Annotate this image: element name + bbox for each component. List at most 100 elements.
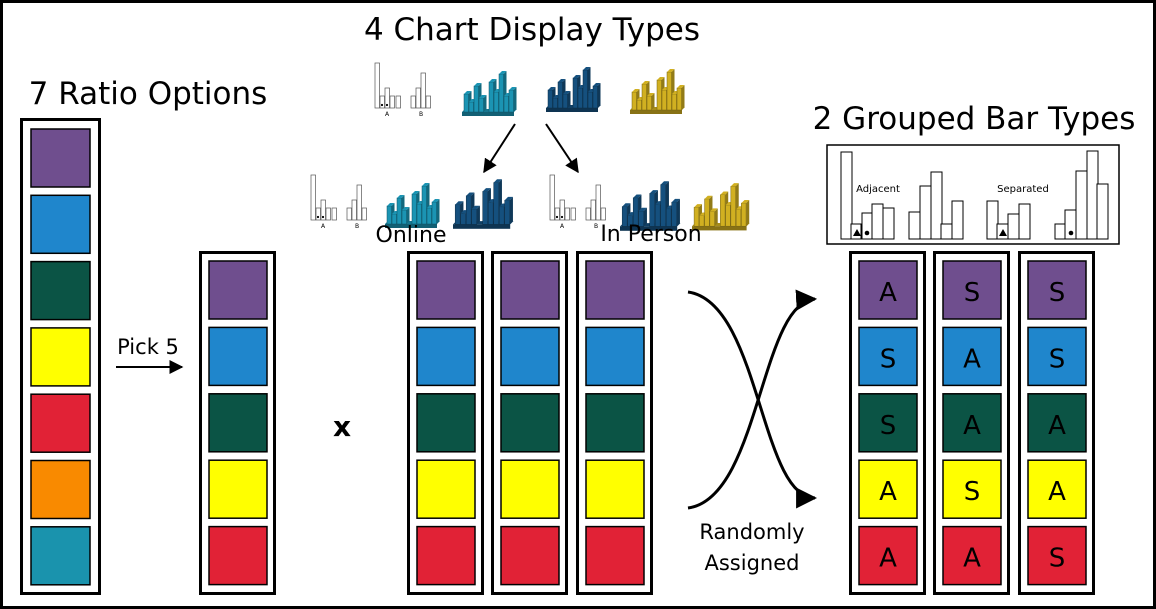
thumb-bar (425, 95, 431, 109)
thumb-bar (416, 203, 422, 225)
thumb-bar (666, 71, 672, 111)
thumb-bar-top (667, 69, 675, 72)
ratio-swatch (30, 526, 91, 586)
chart-type-column (491, 251, 568, 595)
thumb-bar-top (573, 75, 581, 78)
thumb-bar (468, 101, 474, 113)
ratio-swatch (500, 459, 560, 519)
grouped-bar (930, 171, 943, 240)
thumb-bar-side (476, 205, 480, 225)
thumb-bar-side (714, 208, 718, 227)
ratio-swatch (942, 326, 1002, 387)
thumb-bar (389, 95, 395, 109)
thumb-bar-top (471, 205, 480, 209)
grouped-bar (1096, 183, 1109, 240)
thumb-bar (600, 207, 606, 221)
thumb-bar (384, 87, 390, 109)
chart-type-columns (407, 251, 653, 595)
thumb-bar (564, 207, 570, 221)
thumb-bar-top (649, 190, 658, 194)
heading-grouped-bar-types: 2 Grouped Bar Types (813, 101, 1136, 137)
thumb-bar (493, 91, 499, 113)
ratio-swatch (208, 326, 268, 387)
chart-type-column (576, 251, 653, 595)
thumb-bar-top (704, 195, 713, 199)
thumb-bar-top (730, 183, 739, 187)
thumb-bar-top (455, 201, 464, 205)
picked-column (199, 251, 276, 595)
triangle-marker (853, 229, 861, 236)
thumb-bar (741, 202, 747, 227)
thumb-bar-top (412, 191, 420, 194)
thumb-bar (401, 209, 407, 225)
grouped-bar (951, 200, 964, 240)
chart-type-column (407, 251, 484, 595)
ratio-swatch (30, 393, 91, 453)
thumb-bar-top (622, 203, 631, 207)
isometric-chart-thumbnail (692, 183, 750, 231)
thumb-bar-top (720, 191, 729, 195)
thumb-bar-side (483, 95, 487, 112)
arrow-to-in-person (545, 123, 579, 174)
ratio-swatch (416, 459, 476, 519)
thumb-bar-top (548, 87, 556, 90)
thumb-bar (552, 97, 558, 109)
thumb-bar (646, 95, 652, 111)
isometric-chart-thumbnail (453, 179, 514, 229)
thumb-bar-top (397, 195, 405, 198)
thumb-bar (415, 87, 421, 109)
thumb-bar (636, 99, 642, 111)
picked-ratios-column (199, 251, 276, 595)
thumb-bar-top (466, 192, 475, 196)
thumb-bar (585, 207, 591, 221)
thumb-bar (482, 191, 488, 225)
thumb-bar (454, 204, 461, 225)
thumb-bar (325, 207, 331, 221)
thumb-bar-top (660, 181, 669, 185)
thumb-bar (471, 208, 477, 225)
thumb-bar (431, 201, 437, 225)
thumb-bar-top (482, 188, 491, 192)
ratio-swatch (208, 260, 268, 320)
isometric-chart-thumbnail (630, 69, 685, 114)
thumb-bar (395, 95, 401, 109)
thumb-bar (725, 204, 731, 227)
ratio-swatch (942, 260, 1002, 320)
thumb-bar-side (436, 199, 440, 224)
tick-label: B (419, 111, 423, 118)
ratio-swatch (416, 260, 476, 320)
heading-ratio-options: 7 Ratio Options (29, 76, 268, 112)
assignment-letter: S (964, 477, 981, 507)
thumb-bar (493, 182, 499, 225)
ratio-swatch (858, 459, 918, 519)
marker-dot (560, 215, 564, 219)
ratio-swatch (208, 459, 268, 519)
ratio-swatch (30, 327, 91, 387)
ratio-swatch (416, 393, 476, 453)
thumb-bar-top (474, 83, 482, 86)
thumb-bar-top (493, 179, 502, 183)
tick-label: A (385, 111, 390, 118)
in-person-label: In Person (600, 222, 701, 247)
thumb-bar (735, 209, 742, 227)
thumb-bar-top (464, 91, 472, 94)
thumb-bar (498, 73, 504, 113)
thumb-bar-top (709, 208, 718, 212)
thumb-bar (661, 89, 667, 111)
thumb-bar-side (681, 85, 685, 110)
grouped-bar (908, 211, 921, 240)
thumb-bar-top (504, 196, 513, 201)
grouped-bar (940, 223, 953, 240)
isometric-chart-thumbnail (620, 181, 681, 231)
thumb-bar (331, 207, 337, 221)
ratio-swatch (942, 525, 1002, 586)
ratio-swatch (1027, 326, 1087, 387)
thumb-bar (641, 83, 647, 111)
grouped-bar (1007, 213, 1020, 240)
thumb-bar (488, 81, 494, 113)
online-label: Online (376, 223, 447, 248)
